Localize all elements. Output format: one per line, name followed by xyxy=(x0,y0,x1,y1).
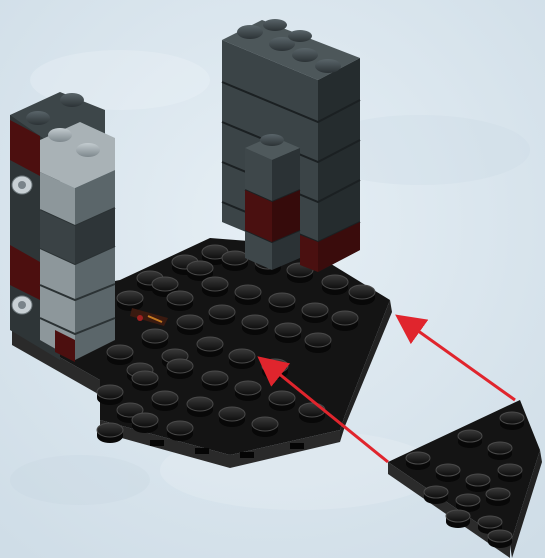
stud xyxy=(132,413,158,427)
stud xyxy=(177,315,203,329)
stud xyxy=(167,291,193,305)
stud xyxy=(349,285,375,299)
stud xyxy=(456,494,480,506)
left-pillar xyxy=(10,92,115,362)
stud xyxy=(424,486,448,498)
stud xyxy=(229,349,255,363)
stud xyxy=(305,333,331,347)
stud xyxy=(187,261,213,275)
stud xyxy=(219,407,245,421)
stud xyxy=(167,421,193,435)
stud xyxy=(132,371,158,385)
stud xyxy=(436,464,460,476)
stud xyxy=(97,423,123,437)
stud xyxy=(446,510,470,522)
stud xyxy=(142,329,168,343)
stud xyxy=(458,430,482,442)
stud xyxy=(498,464,522,476)
stud xyxy=(500,412,524,424)
stud xyxy=(478,516,502,528)
stud xyxy=(269,391,295,405)
stud xyxy=(235,381,261,395)
stud xyxy=(269,293,295,307)
stud xyxy=(197,337,223,351)
stud xyxy=(252,417,278,431)
stud xyxy=(275,323,301,337)
stud xyxy=(117,291,143,305)
stud xyxy=(107,345,133,359)
stud xyxy=(332,311,358,325)
stud xyxy=(167,359,193,373)
stud xyxy=(488,530,512,542)
stud xyxy=(222,251,248,265)
stud xyxy=(302,303,328,317)
stud xyxy=(299,403,325,417)
stud xyxy=(466,474,490,486)
stud xyxy=(486,488,510,500)
stud xyxy=(187,397,213,411)
front-small-pillar xyxy=(245,134,300,270)
stud xyxy=(406,452,430,464)
stud xyxy=(152,391,178,405)
stud xyxy=(488,442,512,454)
stud xyxy=(202,371,228,385)
stud xyxy=(235,285,261,299)
stud xyxy=(97,385,123,399)
stud xyxy=(242,315,268,329)
stud xyxy=(322,275,348,289)
stud xyxy=(152,277,178,291)
stud xyxy=(202,277,228,291)
stud xyxy=(209,305,235,319)
